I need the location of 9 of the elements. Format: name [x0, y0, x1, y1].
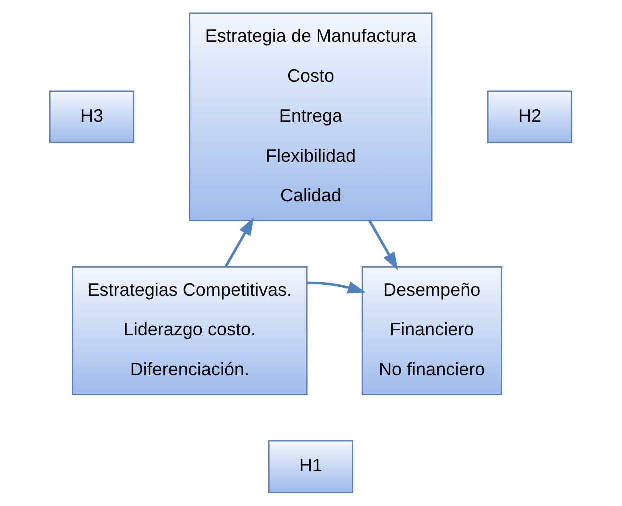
node-box: H1 — [268, 440, 354, 494]
node-box: Estrategia de Manufactura Costo Entrega Flexibilidad Calidad — [189, 12, 433, 222]
arrow — [224, 218, 254, 268]
arrow — [307, 282, 366, 294]
arrow — [368, 220, 398, 270]
node-box: Desempeño Financiero No financiero — [362, 266, 502, 396]
node-box: Estrategias Competitivas. Liderazgo costo. Diferenciación. — [72, 266, 308, 396]
node-box: H3 — [50, 90, 135, 144]
node-box: H2 — [487, 90, 572, 144]
